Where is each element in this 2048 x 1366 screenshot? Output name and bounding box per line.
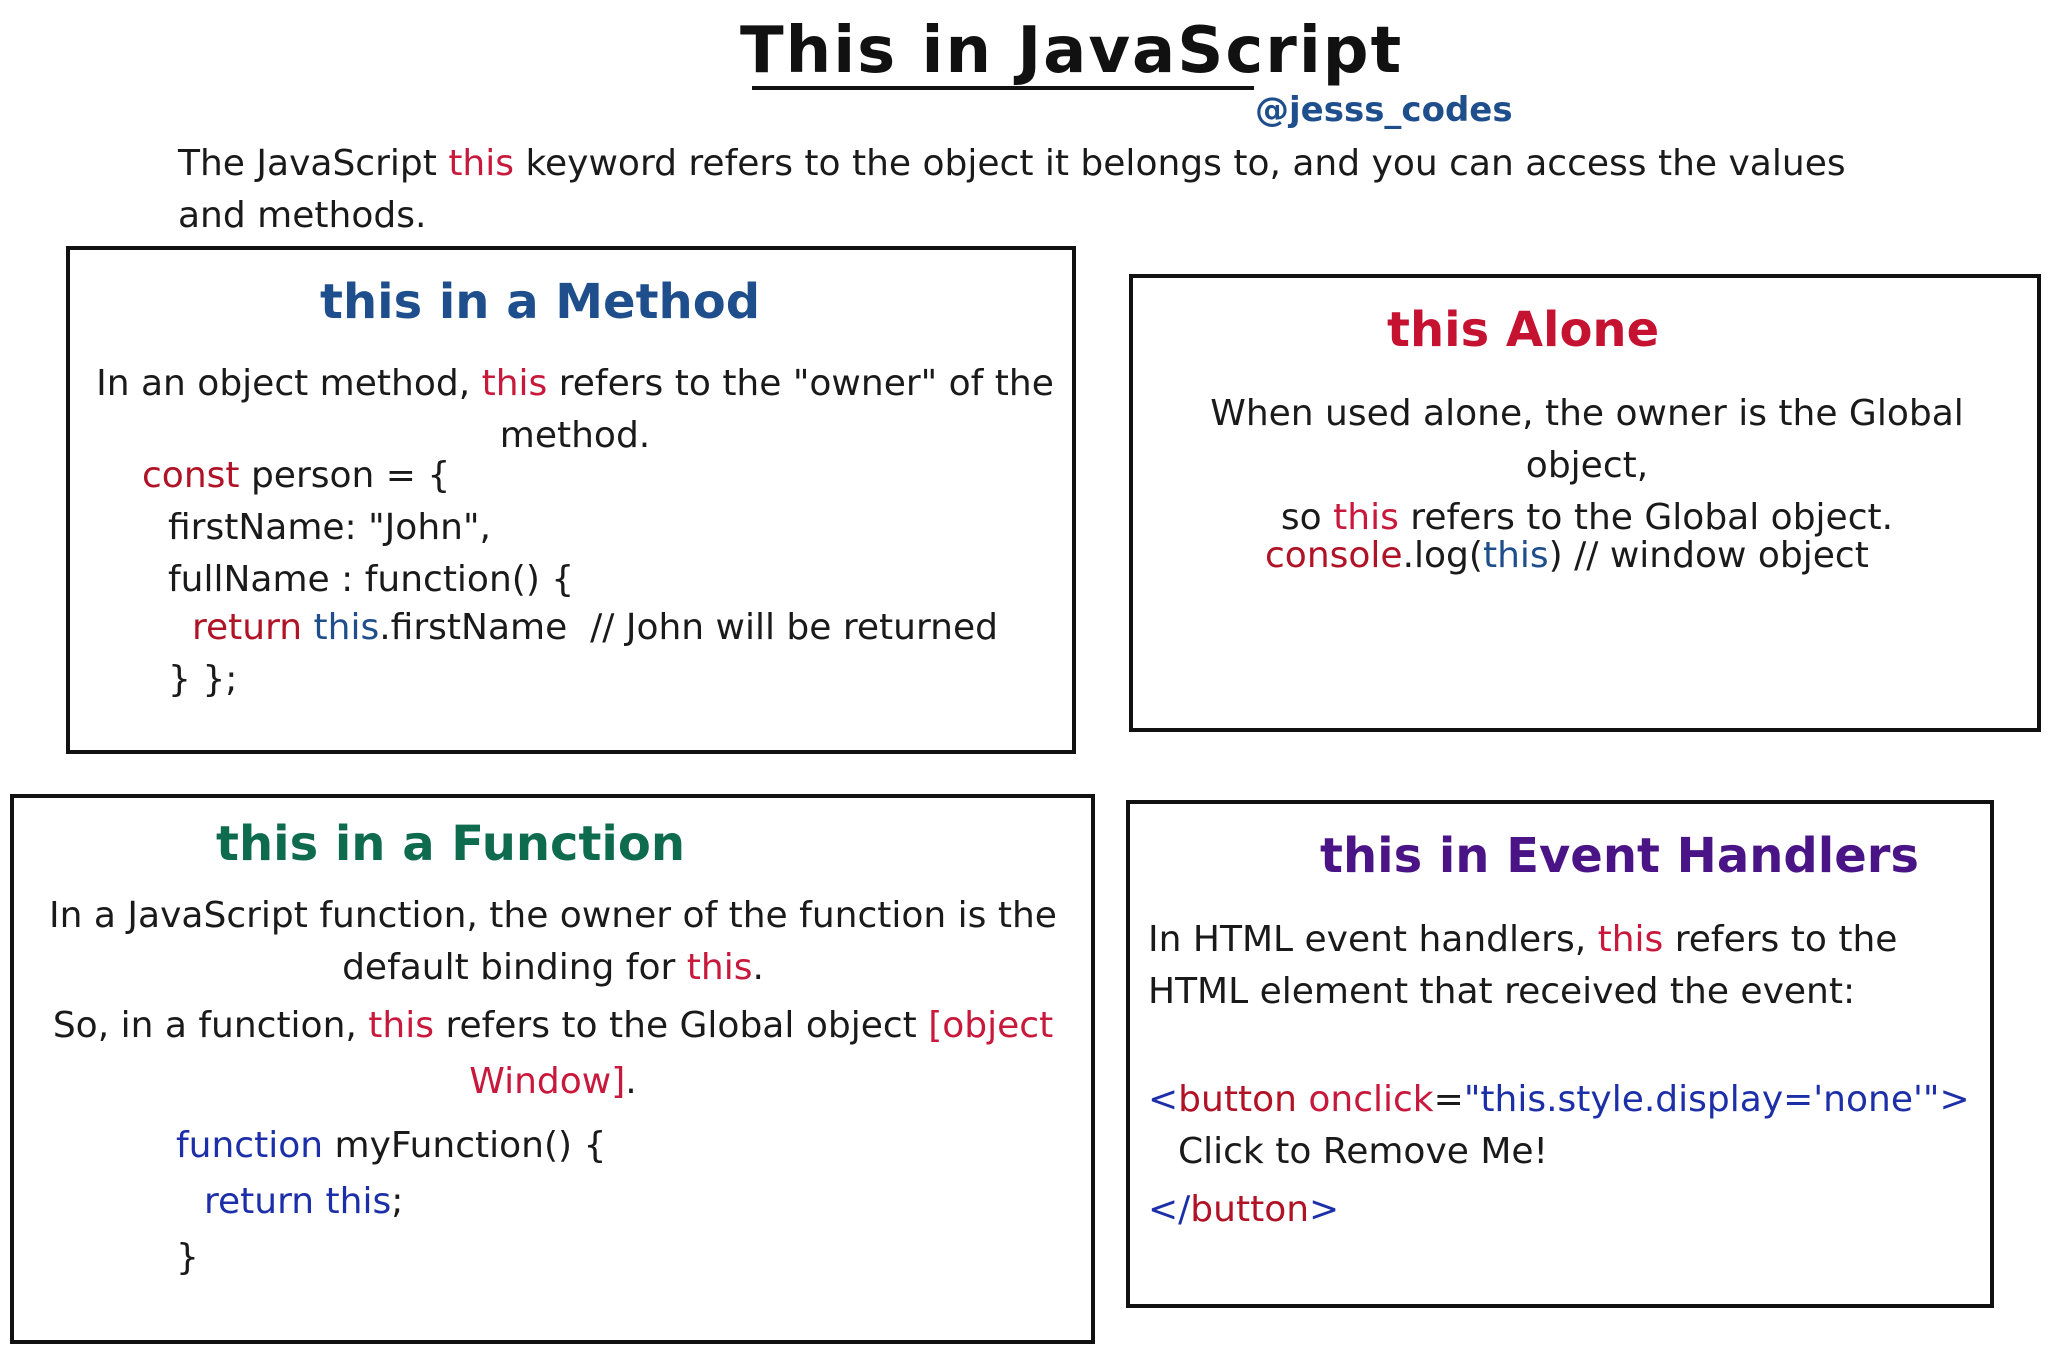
this-keyword: this xyxy=(313,607,380,648)
method-code-line-4: return this.firstName // John will be re… xyxy=(192,602,998,654)
console-keyword: console xyxy=(1265,535,1403,576)
method-code-line-1: const person = { xyxy=(142,450,450,502)
method-code-line-1-rest: person = { xyxy=(239,455,451,496)
function-desc2-after: . xyxy=(625,1061,637,1102)
method-code-line-5: } }; xyxy=(168,659,238,700)
function-code-line-3: } xyxy=(176,1237,199,1278)
event-desc-after: refers to the HTML element that received… xyxy=(1148,919,1898,1012)
log-call: .log( xyxy=(1402,535,1483,576)
method-desc-before: In an object method, xyxy=(96,363,482,404)
function-desc2-keyword: this xyxy=(368,1005,434,1046)
open-bracket: < xyxy=(1148,1079,1179,1120)
alone-heading: this Alone xyxy=(1387,302,1660,358)
alone-description: When used alone, the owner is the Global… xyxy=(1153,388,2021,544)
function-code-line-2: return this; xyxy=(204,1176,403,1228)
object-window: [object Window] xyxy=(469,1005,1054,1102)
intro-after: keyword refers to the object it belongs … xyxy=(178,143,1846,236)
intro-keyword: this xyxy=(448,143,515,184)
function-desc1-line-1: In a JavaScript function, the owner of t… xyxy=(49,895,1057,936)
function-description-2: So, in a function, this refers to the Gl… xyxy=(28,998,1078,1110)
title-underline xyxy=(752,86,1254,90)
this-keyword: this xyxy=(1482,535,1549,576)
close-bracket: > xyxy=(1939,1079,1970,1120)
event-description: In HTML event handlers, this refers to t… xyxy=(1148,914,1968,1018)
end-button-tag: button xyxy=(1190,1189,1310,1230)
method-description: In an object method, this refers to the … xyxy=(90,358,1060,462)
function-desc1-after: . xyxy=(752,947,764,988)
function-code-line-1-rest: myFunction() { xyxy=(323,1125,607,1166)
return-keyword: return xyxy=(192,607,303,648)
event-desc-keyword: this xyxy=(1597,919,1664,960)
button-tag: button xyxy=(1178,1079,1297,1120)
function-keyword: function xyxy=(176,1125,324,1166)
function-desc1-before: default binding for xyxy=(342,947,687,988)
method-card: this in a Method In an object method, th… xyxy=(66,246,1076,754)
author-handle: @jesss_codes xyxy=(1255,90,1513,130)
end-close-bracket: > xyxy=(1309,1189,1340,1230)
event-heading: this in Event Handlers xyxy=(1320,828,1919,884)
event-desc-before: In HTML event handlers, xyxy=(1148,919,1598,960)
function-desc2-before: So, in a function, xyxy=(52,1005,369,1046)
function-code-line-1: function myFunction() { xyxy=(176,1120,606,1172)
end-open-bracket: </ xyxy=(1148,1189,1191,1230)
function-heading: this in a Function xyxy=(216,816,686,872)
function-description-1: In a JavaScript function, the owner of t… xyxy=(28,890,1078,994)
event-code-close-tag: </button> xyxy=(1148,1184,1339,1236)
alone-desc-keyword: this xyxy=(1333,497,1399,538)
onclick-value: "this.style.display='none'" xyxy=(1463,1079,1940,1120)
function-code-line-2-rest: ; xyxy=(391,1181,404,1222)
method-code-line-3: fullName : function() { xyxy=(168,559,575,600)
onclick-attr: onclick xyxy=(1296,1079,1434,1120)
page-title: This in JavaScript xyxy=(740,14,1404,88)
event-card: this in Event Handlers In HTML event han… xyxy=(1126,800,1994,1308)
method-heading: this in a Method xyxy=(320,274,761,330)
alone-code-rest: ) // window object xyxy=(1548,535,1869,576)
this-keyword: this xyxy=(325,1181,392,1222)
method-desc-after: refers to the "owner" of the method. xyxy=(499,363,1054,456)
intro-text: The JavaScript this keyword refers to th… xyxy=(178,138,1898,242)
function-desc1-keyword: this xyxy=(686,947,753,988)
const-keyword: const xyxy=(142,455,240,496)
alone-code: console.log(this) // window object xyxy=(1265,530,1869,582)
method-desc-keyword: this xyxy=(481,363,548,404)
intro-before: The JavaScript xyxy=(178,143,449,184)
method-code-line-4-rest: .firstName // John will be returned xyxy=(379,607,998,648)
event-code-content: Click to Remove Me! xyxy=(1178,1131,1548,1172)
alone-desc-before: so xyxy=(1280,497,1334,538)
return-keyword: return xyxy=(204,1181,315,1222)
alone-desc-after: refers to the Global object. xyxy=(1398,497,1894,538)
function-card: this in a Function In a JavaScript funct… xyxy=(10,794,1095,1344)
function-desc2-mid: refers to the Global object xyxy=(434,1005,929,1046)
alone-desc-line-1: When used alone, the owner is the Global… xyxy=(1210,393,1964,486)
method-code-line-2: firstName: "John", xyxy=(168,507,491,548)
event-code-open-tag: <button onclick="this.style.display='non… xyxy=(1148,1074,1970,1126)
equals-sign: = xyxy=(1433,1079,1464,1120)
alone-card: this Alone When used alone, the owner is… xyxy=(1129,274,2041,732)
